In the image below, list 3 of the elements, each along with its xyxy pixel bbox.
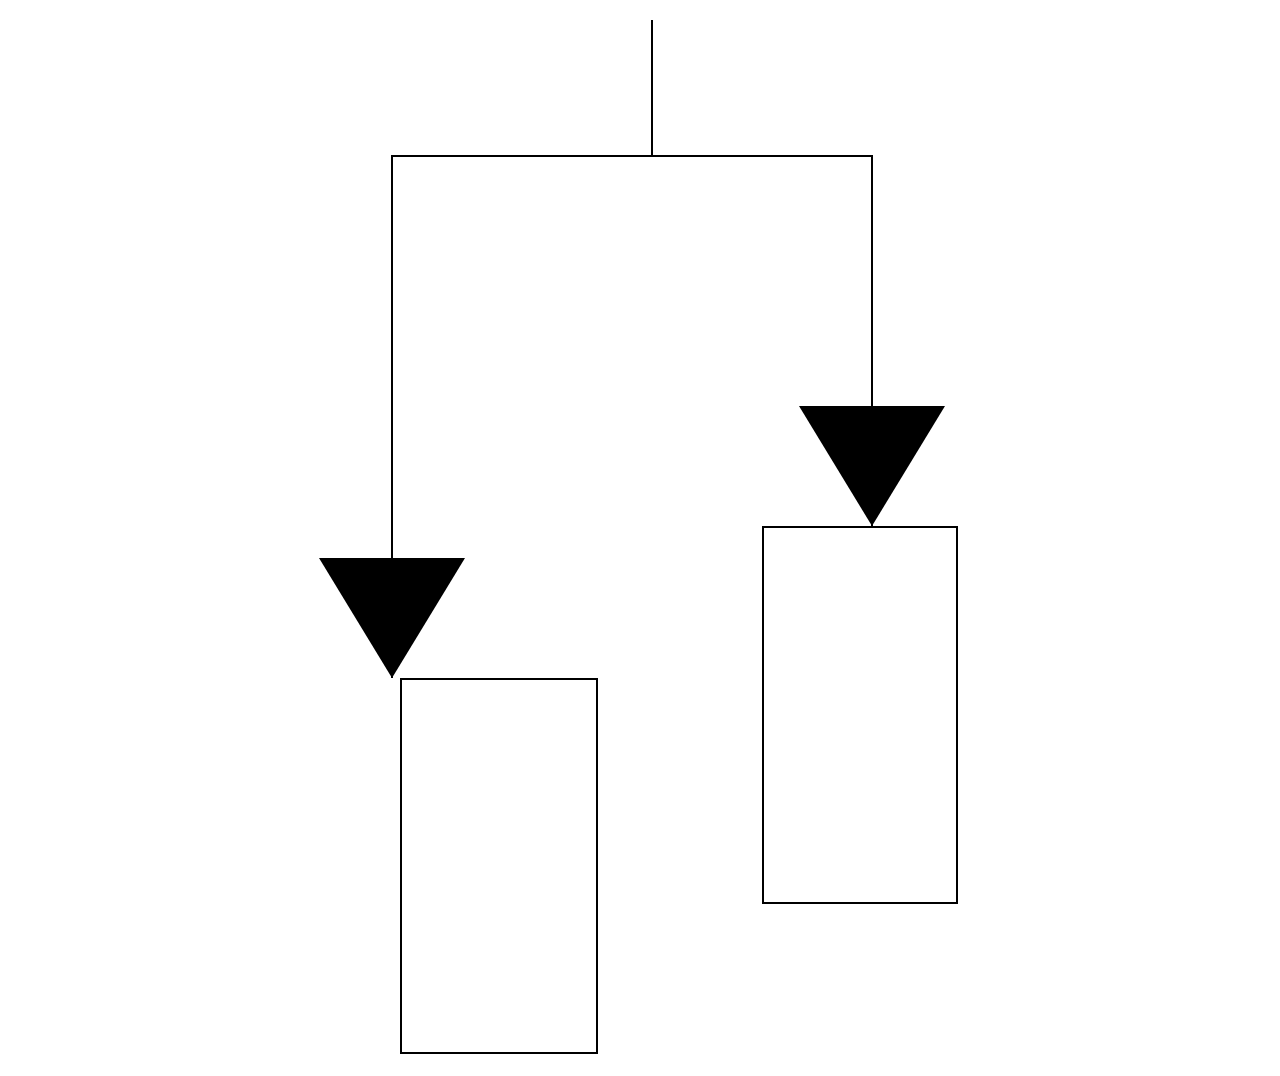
rectangle-box [400, 678, 598, 1054]
arrow [651, 19, 945, 527]
rectangle-box [762, 526, 958, 904]
